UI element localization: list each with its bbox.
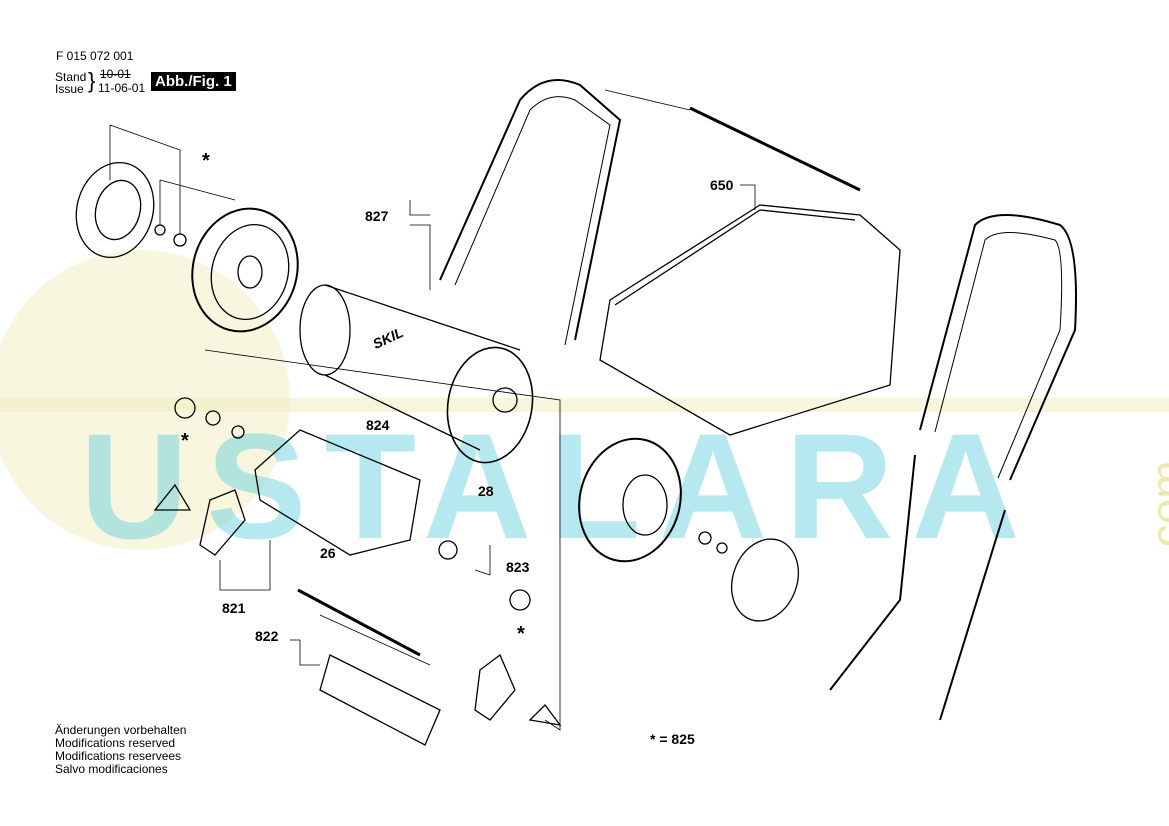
wheel-left (191, 207, 299, 333)
part-label-650: 650 (710, 177, 734, 193)
grass-catcher (599, 106, 901, 436)
part-label-827: 827 (365, 208, 389, 224)
star-mark: * (202, 150, 210, 172)
star-mark: * (517, 623, 525, 645)
issue-label: Issue (55, 82, 84, 96)
modification-notes: Änderungen vorbehalten Modifications res… (55, 724, 186, 776)
star-mark: * (181, 430, 189, 452)
part-label-26: 26 (320, 545, 336, 561)
part-label-824: 824 (366, 417, 390, 433)
part-label-823: 823 (506, 559, 530, 575)
brace: } (88, 68, 96, 93)
roller (319, 654, 441, 746)
note-fr: Modifications reservees (55, 749, 182, 763)
upper-handle (439, 79, 622, 341)
drum-housing (299, 284, 534, 464)
figure-label: Abb./Fig. 1 (151, 72, 236, 91)
note-en: Modifications reserved (55, 736, 176, 750)
issue-value: 11-06-01 (98, 81, 146, 95)
wheel-right (578, 437, 682, 563)
part-label-821: 821 (222, 600, 246, 616)
part-label-822: 822 (255, 628, 279, 644)
watermark-text: USTALARA (80, 402, 1038, 570)
side-plate-right (474, 653, 516, 721)
watermark-bar (0, 398, 1169, 412)
note-de: Änderungen vorbehalten (55, 723, 187, 737)
stand-label: Stand (55, 70, 87, 84)
doc-number: F 015 072 001 (56, 49, 134, 63)
hubcap-right (731, 538, 799, 622)
note-es: Salvo modificaciones (55, 762, 168, 776)
handle-right-lower (829, 454, 1006, 721)
part-label-28: 28 (478, 483, 494, 499)
side-plate-left (199, 489, 246, 556)
blade-cylinder (254, 429, 421, 556)
handle-right-upper (919, 214, 1077, 481)
legend-825: * = 825 (650, 731, 695, 747)
stand-value: 10-01 (100, 67, 131, 81)
hubcap-left (75, 161, 155, 259)
